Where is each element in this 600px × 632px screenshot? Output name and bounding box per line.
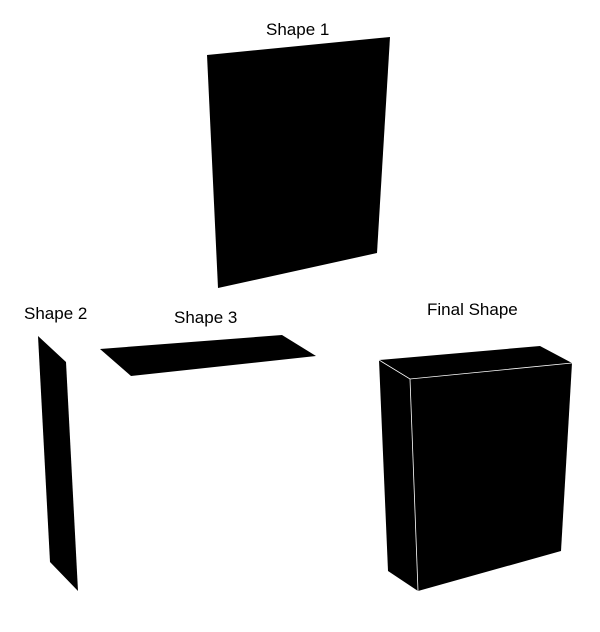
shape-3-label: Shape 3 <box>174 308 238 327</box>
final-shape-vertical-edge <box>409 378 419 592</box>
shape-2-panel <box>38 336 78 591</box>
final-shape-label: Final Shape <box>427 300 518 319</box>
final-shape-top-face <box>379 346 572 379</box>
shape-3-panel <box>100 335 316 376</box>
shape-1-label: Shape 1 <box>266 20 330 39</box>
final-shape-side-face <box>379 360 418 591</box>
shape-1-panel <box>207 37 390 288</box>
final-shape-front-face <box>410 363 572 591</box>
shape-2-label: Shape 2 <box>24 304 88 323</box>
final-shape-box <box>378 346 573 592</box>
